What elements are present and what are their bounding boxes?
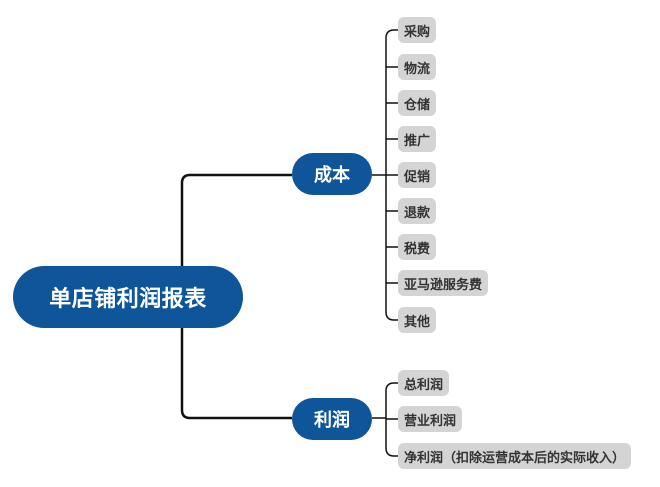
branch-cost[interactable]: 成本 <box>292 153 372 195</box>
branch-profit[interactable]: 利润 <box>292 398 372 440</box>
leaf-profit-total[interactable]: 总利润 <box>398 370 450 396</box>
leaf-cost-purchase[interactable]: 采购 <box>398 17 437 43</box>
leaf-profit-net[interactable]: 净利润（扣除运营成本后的实际收入） <box>398 443 632 469</box>
leaf-profit-operating[interactable]: 营业利润 <box>398 406 463 432</box>
root-node[interactable]: 单店铺利润报表 <box>13 266 243 328</box>
leaf-cost-amazon-fee[interactable]: 亚马逊服务费 <box>398 270 489 296</box>
leaf-cost-other[interactable]: 其他 <box>398 307 437 333</box>
link-root-profit <box>180 300 292 420</box>
link-cost-bracket <box>372 29 398 321</box>
leaf-cost-tax[interactable]: 税费 <box>398 234 437 260</box>
leaf-cost-promotion[interactable]: 推广 <box>398 126 437 152</box>
leaf-cost-refund[interactable]: 退款 <box>398 198 437 224</box>
leaf-cost-logistics[interactable]: 物流 <box>398 54 437 80</box>
leaf-cost-sales-promo[interactable]: 促销 <box>398 162 437 188</box>
leaf-cost-storage[interactable]: 仓储 <box>398 90 437 116</box>
link-cost-ticks <box>386 66 398 284</box>
link-root-cost <box>180 173 292 296</box>
link-profit-bracket <box>372 382 398 457</box>
